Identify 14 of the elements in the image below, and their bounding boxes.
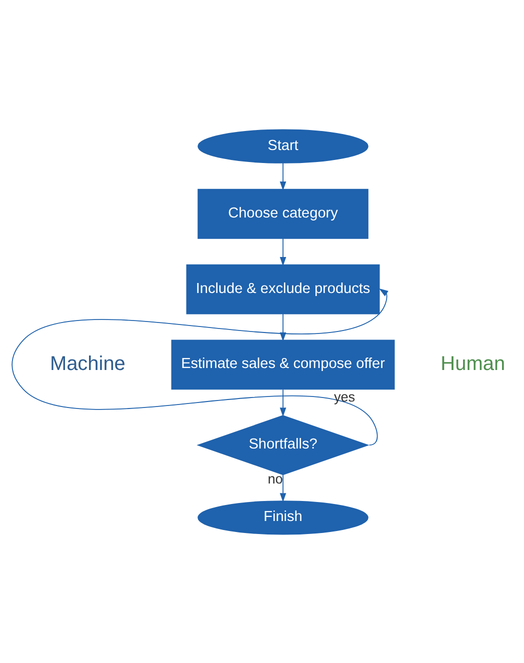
arrow xyxy=(280,474,286,502)
label: Human xyxy=(440,352,506,374)
label: Machine xyxy=(50,352,126,374)
node-box: Include & exclude products xyxy=(186,264,380,314)
arrow xyxy=(280,388,286,416)
node-diamond: Shortfalls? xyxy=(196,414,370,475)
arrow xyxy=(280,162,286,190)
arrow xyxy=(12,288,388,446)
arrow xyxy=(280,238,286,266)
node-box: Choose category xyxy=(198,188,368,238)
edge-label: yes xyxy=(334,389,356,404)
node-box: Estimate sales & compose offer xyxy=(171,339,395,390)
node-ellipse: Start xyxy=(198,128,368,163)
node-ellipse: Finish xyxy=(198,500,368,534)
